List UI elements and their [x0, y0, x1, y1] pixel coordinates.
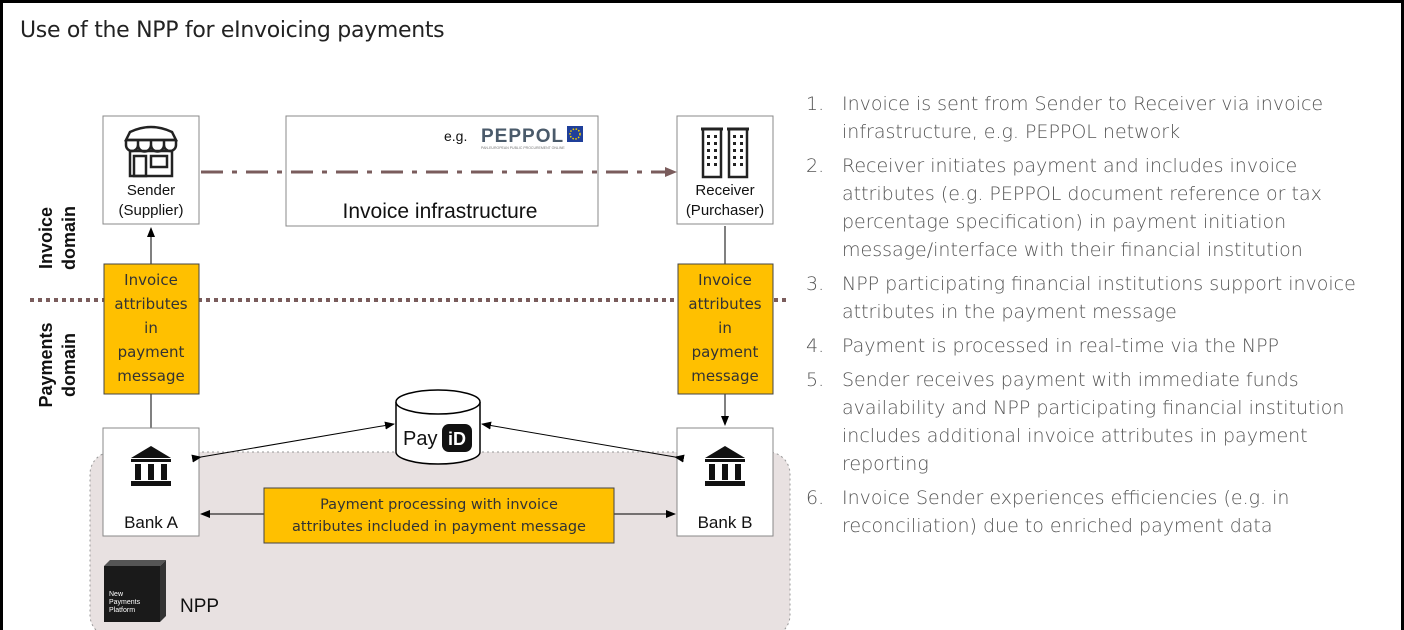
- bank-a-payid-arrow: [191, 421, 395, 463]
- receiver-sub-label: (Purchaser): [686, 202, 764, 219]
- step-number: 2.: [806, 155, 825, 177]
- payment-processing-box: [263, 487, 615, 544]
- step-text: Receiver initiates payment and includes …: [842, 155, 1322, 261]
- npp-label: NPP: [180, 596, 219, 617]
- receiver-label: Receiver: [695, 182, 754, 199]
- einvoicing-diagram: Sender (Supplier) e.g. PEPPOL PAN-EUROPE…: [30, 115, 791, 630]
- bank-a-label: Bank A: [124, 513, 179, 532]
- svg-text:Invoice: Invoice: [124, 271, 178, 289]
- step-text: Invoice is sent from Sender to Receiver …: [842, 93, 1324, 143]
- peppol-tagline: PAN-EUROPEAN PUBLIC PROCUREMENT ONLINE: [481, 146, 565, 150]
- payid-text: Pay: [403, 428, 437, 450]
- steps-list: 1. Invoice is sent from Sender to Receive…: [806, 90, 1386, 546]
- step-item: 4. Payment is processed in real-time via …: [806, 332, 1386, 360]
- receiver-attributes-text: Invoice attributes in payment message: [688, 271, 761, 385]
- step-item: 1. Invoice is sent from Sender to Receive…: [806, 90, 1386, 146]
- payments-domain-label: Payments domain: [36, 322, 79, 407]
- step-number: 4.: [806, 335, 825, 357]
- receiver-attributes-box: [677, 263, 774, 395]
- eu-flag-icon: [567, 126, 583, 142]
- receiver-box: [676, 115, 774, 225]
- step-text: NPP participating financial institutions…: [842, 273, 1356, 323]
- step-number: 3.: [806, 273, 825, 295]
- sender-sub-label: (Supplier): [118, 202, 183, 219]
- step-number: 1.: [806, 93, 825, 115]
- svg-text:Invoice: Invoice: [698, 271, 752, 289]
- step-text: Sender receives payment with immediate f…: [842, 369, 1345, 475]
- bank-b-payid-arrow: [481, 421, 685, 463]
- svg-text:in: in: [144, 319, 158, 337]
- svg-text:Payments: Payments: [109, 599, 141, 606]
- svg-text:in: in: [718, 319, 732, 337]
- bank-b-label: Bank B: [698, 513, 753, 532]
- svg-text:message: message: [117, 367, 184, 385]
- buildings-icon: [701, 127, 749, 179]
- svg-text:message: message: [691, 367, 758, 385]
- step-item: 6. Invoice Sender experiences efficiencie…: [806, 484, 1386, 540]
- svg-text:Invoice: Invoice: [36, 207, 56, 269]
- svg-text:payment: payment: [692, 343, 759, 361]
- store-icon: [123, 125, 179, 178]
- bank-b-icon: [705, 446, 745, 486]
- page-title: Use of the NPP for eInvoicing payments: [20, 18, 445, 43]
- step-item: 3. NPP participating financial institutio…: [806, 270, 1386, 326]
- peppol-eg: e.g.: [444, 128, 467, 144]
- processing-line-2: attributes included in payment message: [292, 519, 586, 535]
- processing-line-1: Payment processing with invoice: [320, 497, 558, 513]
- bank-a-icon: [131, 446, 171, 486]
- invoice-domain-label: Invoice domain: [36, 206, 79, 270]
- step-item: 5. Sender receives payment with immediate…: [806, 366, 1386, 478]
- step-item: 2. Receiver initiates payment and include…: [806, 152, 1386, 264]
- svg-text:Platform: Platform: [109, 607, 135, 614]
- svg-text:payment: payment: [118, 343, 185, 361]
- sender-attributes-text: Invoice attributes in payment message: [114, 271, 187, 385]
- npp-logo-icon: New Payments Platform: [104, 560, 166, 622]
- step-text: Payment is processed in real-time via th…: [842, 335, 1279, 357]
- payid-database: Pay iD: [395, 389, 481, 465]
- payid-logo-icon: [442, 424, 472, 452]
- sender-label: Sender: [127, 182, 175, 199]
- step-text: Invoice Sender experiences efficiencies …: [842, 487, 1290, 537]
- svg-text:New: New: [109, 591, 124, 598]
- svg-text:attributes: attributes: [688, 295, 761, 313]
- svg-text:Payments: Payments: [36, 322, 56, 407]
- sender-attributes-box: [103, 263, 200, 395]
- invoice-infrastructure-label: Invoice infrastructure: [343, 200, 538, 223]
- payid-logo-text: iD: [448, 429, 466, 449]
- peppol-logo-text: PEPPOL: [481, 126, 564, 147]
- sender-box: [102, 115, 200, 225]
- step-number: 6.: [806, 487, 825, 509]
- step-number: 5.: [806, 369, 825, 391]
- svg-text:domain: domain: [59, 206, 79, 270]
- svg-text:domain: domain: [59, 333, 79, 397]
- svg-text:attributes: attributes: [114, 295, 187, 313]
